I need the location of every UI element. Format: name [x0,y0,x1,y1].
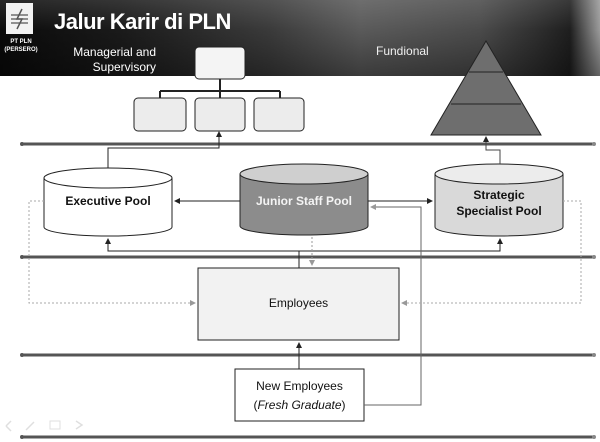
functional-pyramid [430,40,542,136]
logo-caption-line2: (PERSERO) [4,47,38,53]
back-icon [5,420,12,432]
fresh-graduate-text: Fresh Graduate [257,398,342,412]
strategic-specialist-pool-label: Strategic Specialist Pool [435,187,563,219]
org-chart-top-box [194,46,246,80]
strategic-pool-cylinder [434,163,564,237]
org-chart-child-box [133,97,187,132]
employees-label: Employees [268,296,329,310]
pln-logo [6,3,33,34]
new-employees-line1: New Employees [256,379,343,393]
header-banner [0,0,600,76]
logo-caption-line1: PT PLN [10,39,32,45]
junior-staff-pool-label: Junior Staff Pool [256,194,352,208]
paren-close: ) [341,398,346,412]
org-chart [133,46,305,132]
faint-slide-controls [5,420,84,432]
executive-pool-label: Executive Pool [65,194,151,208]
new-employees-label: New Employees (Fresh Graduate) [235,377,364,415]
pyramid-shape [430,40,542,136]
pen-icon [25,421,35,431]
org-chart-child-box [194,97,246,132]
managerial-track-label: Managerial and Supervisory [70,45,156,75]
junior-pool-cylinder [239,163,369,236]
strategic-label-line2: Specialist Pool [456,204,542,218]
org-chart-child-box [253,97,305,132]
functional-track-label: Fundional [376,44,429,58]
strategic-label-line1: Strategic [473,188,525,202]
level-lines [20,142,596,439]
executive-pool-cylinder [43,167,173,237]
managerial-label-line1: Managerial and [73,45,156,59]
page-title: Jalur Karir di PLN [54,9,231,34]
menu-icon [49,420,61,430]
lightning-logo-icon [11,8,28,30]
flow-arrows [28,131,582,406]
logo-caption: PT PLN (PERSERO) [0,38,42,54]
paren-open: ( [253,398,258,412]
new-employees-line2: (Fresh Graduate) [235,396,364,415]
managerial-label-line2: Supervisory [92,60,156,74]
forward-icon [75,420,84,430]
header-shade [0,0,600,76]
employees-box [197,267,400,341]
